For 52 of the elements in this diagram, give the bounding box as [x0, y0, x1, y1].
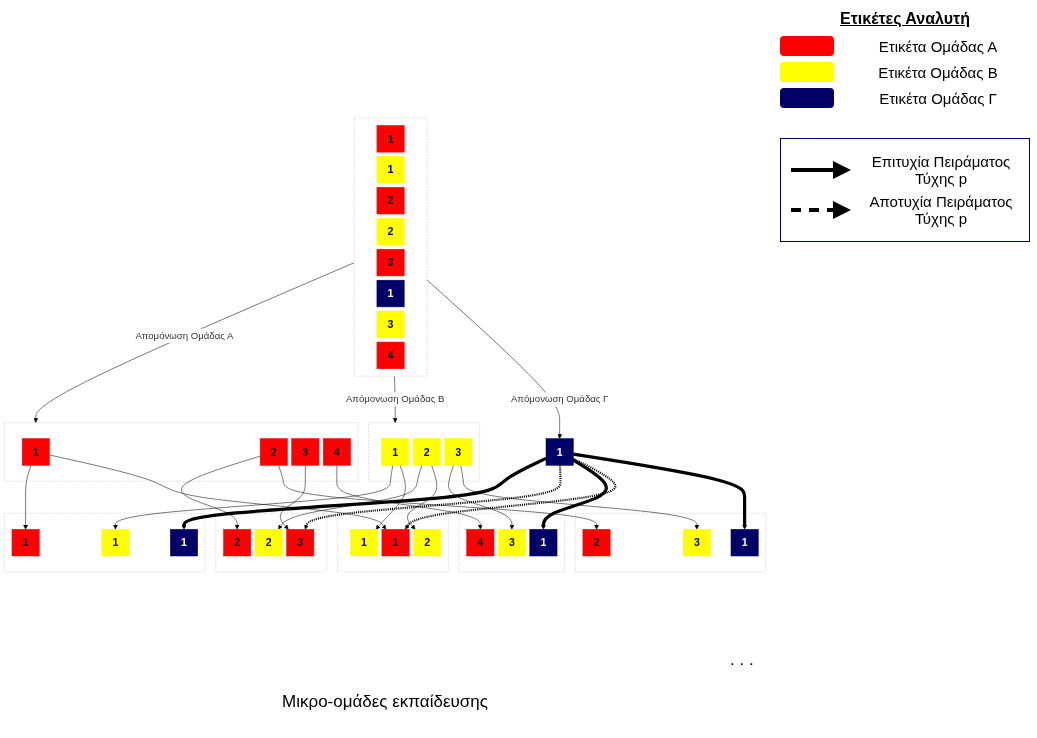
node-box: 3 [291, 438, 320, 466]
node-box: 1 [381, 438, 410, 466]
node-box: 1 [376, 279, 405, 308]
node-box: 1 [730, 529, 759, 557]
node-box: 1 [21, 438, 50, 466]
ellipsis-text: . . . [730, 650, 754, 670]
node-box: 1 [101, 529, 130, 557]
node-box: 1 [170, 529, 198, 557]
node-box: 1 [11, 529, 40, 557]
node-box: 2 [413, 529, 441, 557]
cluster [574, 513, 766, 573]
node-box: 3 [286, 529, 315, 557]
node-box: 2 [376, 187, 405, 215]
node-box: 4 [322, 438, 351, 466]
cluster [458, 513, 565, 573]
row-caption: Μικρο-ομάδες εκπαίδευσης [281, 692, 489, 712]
node-box: 2 [376, 218, 405, 246]
node-box: 2 [223, 529, 252, 557]
node-box: 1 [545, 438, 574, 466]
node-box: 2 [259, 438, 288, 466]
node-box: 1 [376, 125, 405, 153]
node-box: 1 [529, 529, 558, 557]
node-box: 3 [497, 529, 526, 557]
node-box: 3 [444, 438, 473, 466]
node-box: 1 [376, 156, 405, 184]
node-box: 3 [376, 248, 405, 277]
legend-text: Επιτυχία Πειράματος Τύχης p [870, 153, 1012, 187]
cluster [337, 513, 449, 573]
cluster [215, 513, 328, 573]
edge-label: Απόμονωση Ομάδας Β [345, 393, 445, 405]
node-box: 3 [682, 529, 711, 557]
node-box: 1 [350, 529, 378, 557]
node-box: 2 [254, 529, 283, 557]
legend-text: Αποτυχία Πειράματος Τύχης p [868, 193, 1014, 227]
node-box: 2 [582, 529, 611, 557]
edge-label: Απομόνωση Ομάδας Α [135, 330, 234, 341]
cluster [4, 513, 206, 573]
cluster [354, 117, 428, 377]
node-box: 4 [376, 341, 405, 369]
cluster [4, 422, 359, 482]
legend-text: Ετικέτα Ομάδας Α [877, 37, 999, 55]
legend-text: Ετικέτα Ομάδας Γ [878, 89, 998, 107]
node-box: 4 [466, 529, 495, 557]
node-box: 2 [412, 438, 441, 466]
node-box: 3 [376, 310, 405, 339]
legend-text: Ετικέτα Ομάδας Β [877, 63, 999, 81]
arrow [573, 452, 747, 530]
arrow [541, 458, 608, 530]
edge-label: Απόμονωση Ομάδας Γ [510, 393, 609, 405]
cluster [368, 422, 480, 482]
node-box: 1 [381, 529, 410, 557]
legend-title: Ετικέτες Αναλυτή [839, 10, 971, 28]
